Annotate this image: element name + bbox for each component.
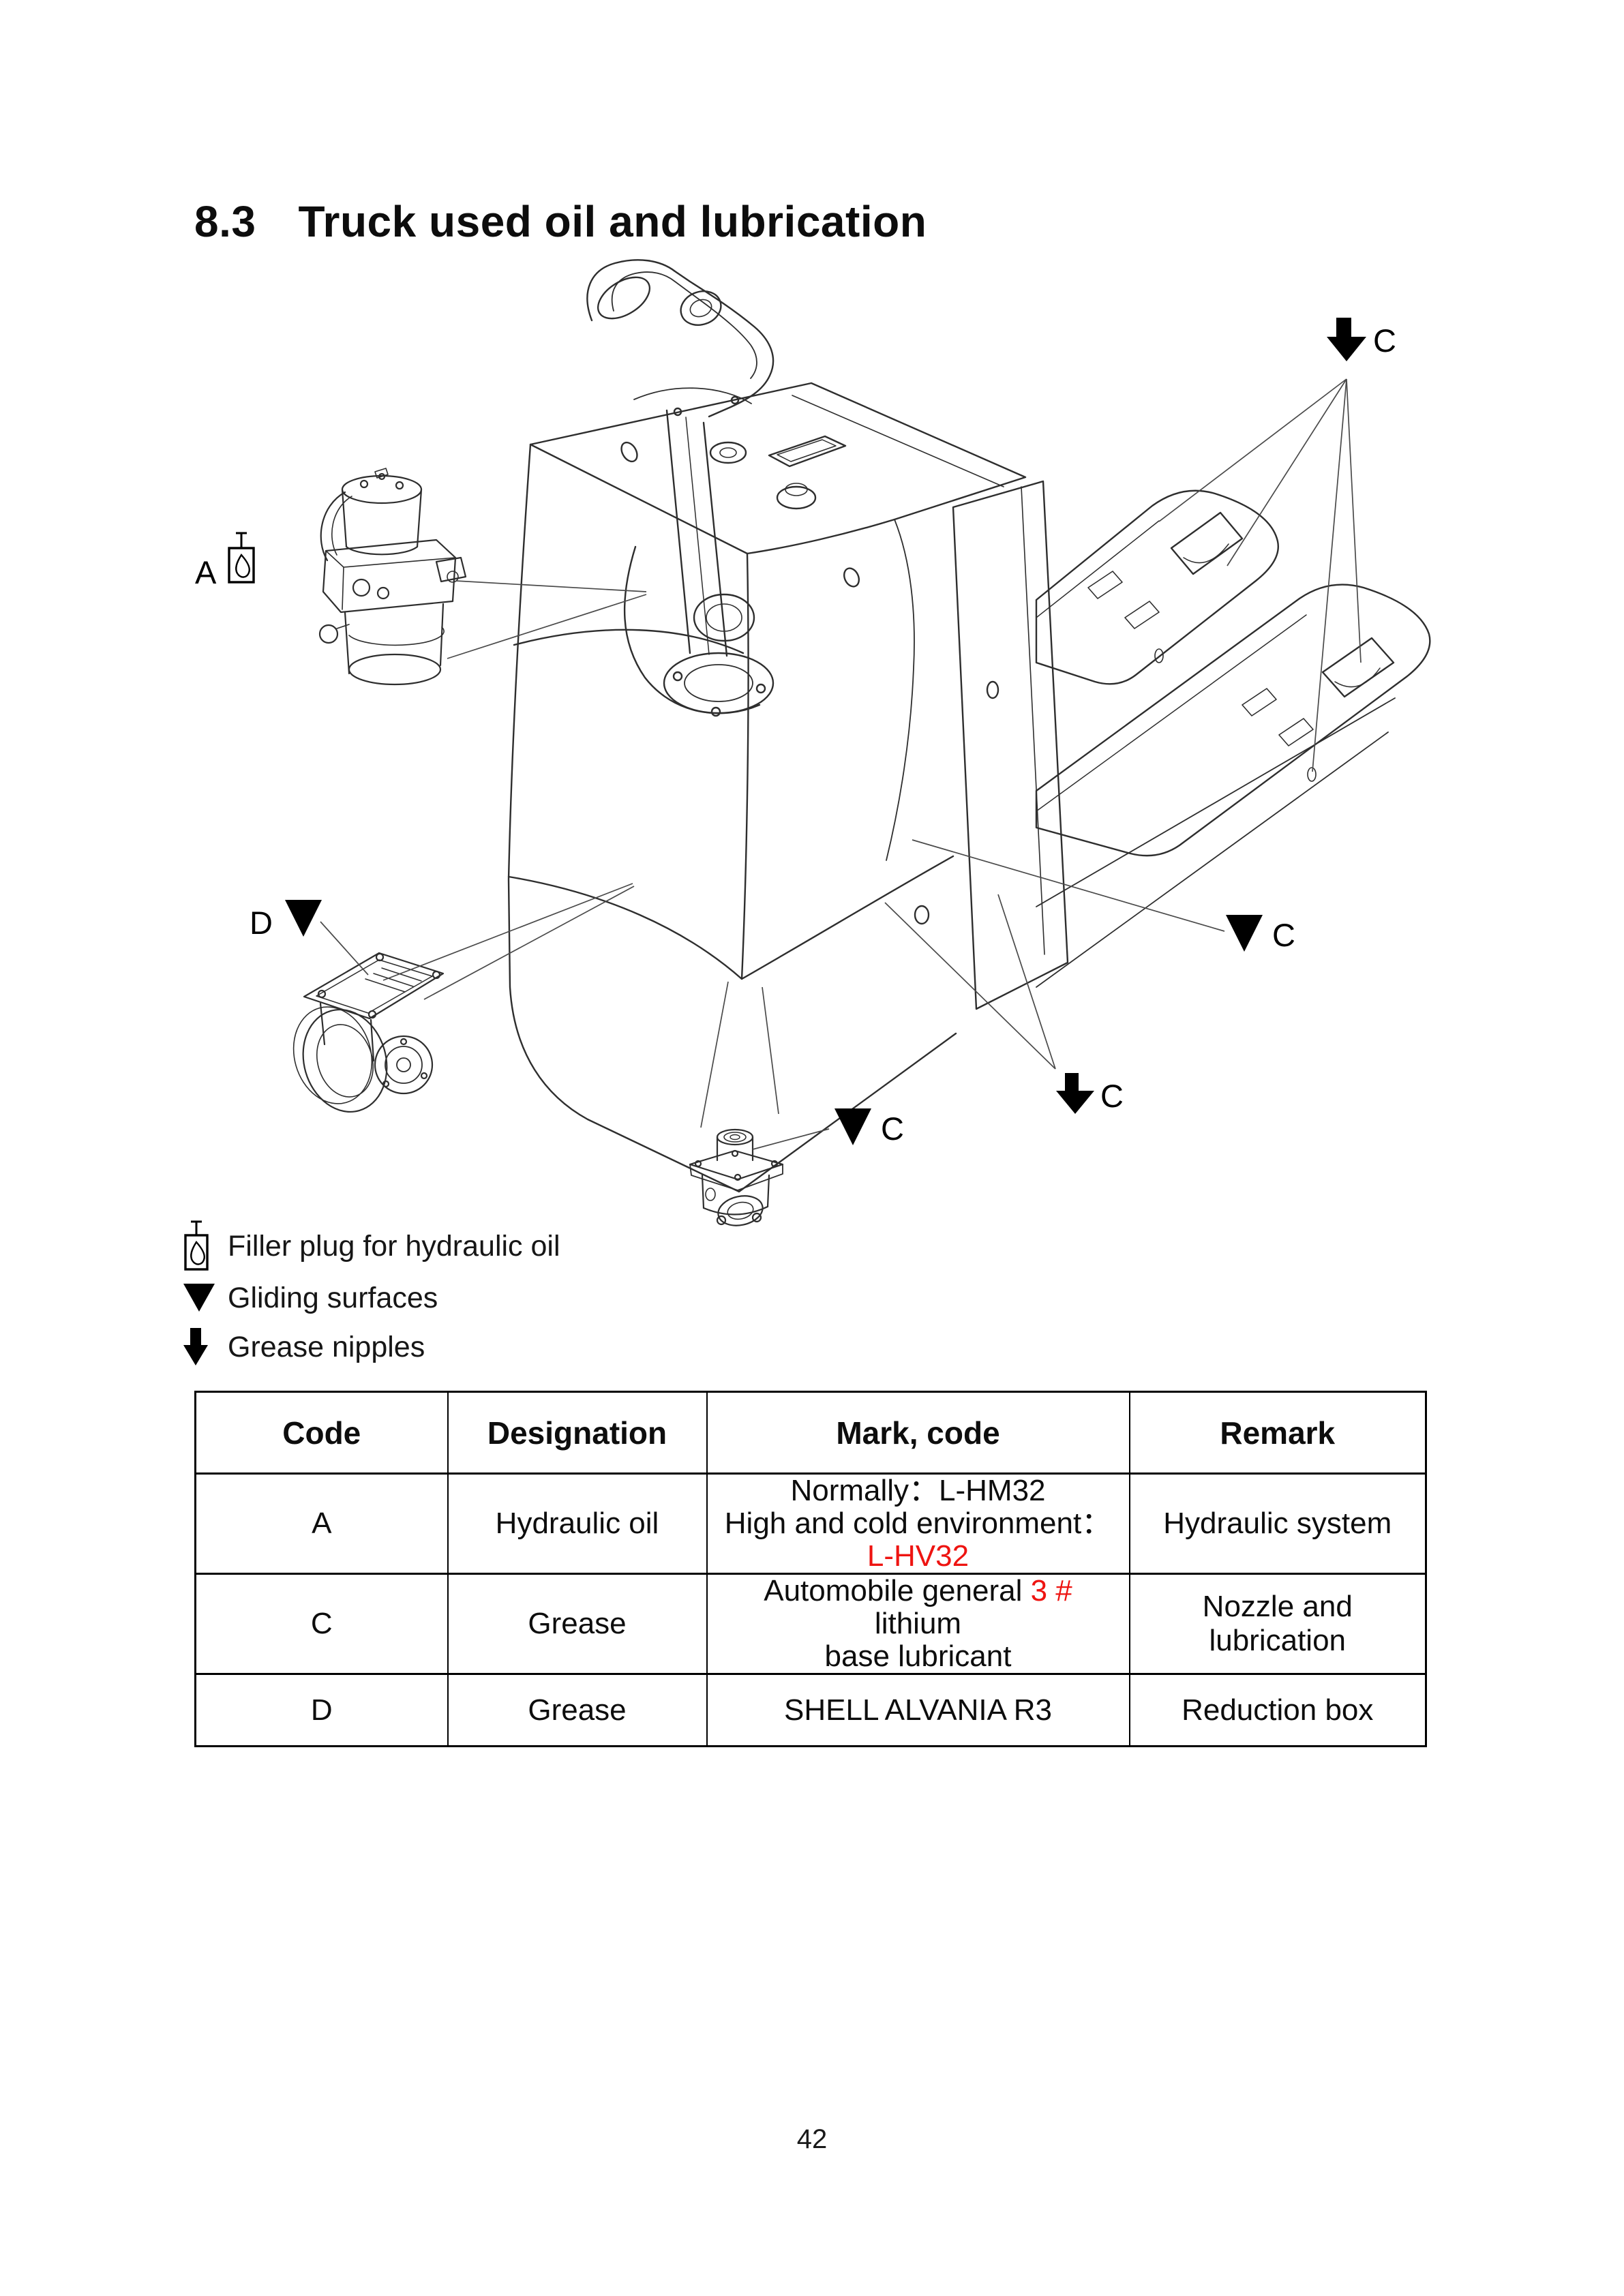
callout-c-letter: C — [1373, 322, 1396, 359]
lubricant-table: Code Designation Mark, code Remark A Hyd… — [194, 1391, 1427, 1747]
col-header-remark: Remark — [1128, 1391, 1427, 1475]
mark-line: High and cold environment： — [724, 1507, 1112, 1540]
gliding-surface-icon — [183, 1283, 218, 1313]
section-number: 8.3 — [194, 197, 256, 246]
page-title: 8.3 Truck used oil and lubrication — [194, 196, 927, 247]
col-header-designation: Designation — [447, 1391, 708, 1475]
legend-label: Grease nipples — [228, 1330, 425, 1363]
callout-c-letter: C — [1100, 1078, 1124, 1114]
legend-item-gliding-surfaces: Gliding surfaces — [183, 1276, 438, 1320]
cell-remark: Hydraulic system — [1128, 1472, 1427, 1575]
mark-line-highlight: L-HV32 — [867, 1539, 969, 1573]
cell-mark-code: SHELL ALVANIA R3 — [706, 1673, 1130, 1747]
cell-designation: Hydraulic oil — [447, 1472, 708, 1575]
gliding-surface-icon — [834, 1108, 871, 1145]
mark-line: Normally：L-HM32 — [790, 1474, 1046, 1507]
cell-code: C — [194, 1573, 449, 1675]
table-row: D Grease SHELL ALVANIA R3 Reduction box — [194, 1673, 1427, 1747]
drive-wheel-drawing — [292, 952, 445, 1113]
legend-item-grease-nipples: Grease nipples — [183, 1325, 425, 1369]
table-header-row: Code Designation Mark, code Remark — [194, 1391, 1427, 1475]
cell-designation: Grease — [447, 1673, 708, 1747]
page-number: 42 — [796, 2124, 828, 2154]
col-header-code: Code — [194, 1391, 449, 1475]
legend-label: Gliding surfaces — [228, 1281, 438, 1314]
callout-c-letter: C — [881, 1111, 904, 1147]
callout-a: A — [195, 532, 255, 590]
caster-wheel-drawing — [689, 1128, 784, 1226]
table-row: C Grease Automobile general 3 # lithium … — [194, 1573, 1427, 1675]
mark-text-highlight: 3 # — [1030, 1574, 1072, 1607]
gliding-surface-icon — [1226, 915, 1263, 952]
cell-mark-code: Normally：L-HM32 High and cold environmen… — [706, 1472, 1130, 1575]
cell-code: D — [194, 1673, 449, 1747]
col-header-mark-code: Mark, code — [706, 1391, 1130, 1475]
gliding-surface-icon — [285, 900, 322, 937]
callout-c-lower: C — [1056, 1073, 1124, 1114]
section-title: Truck used oil and lubrication — [298, 197, 927, 246]
mark-text: Automobile general — [764, 1574, 1031, 1607]
callout-c-bottom: C — [834, 1108, 904, 1147]
grease-nipple-icon — [1056, 1073, 1094, 1114]
pallet-truck-drawing — [507, 259, 1431, 1193]
mark-text: lithium — [874, 1607, 962, 1640]
callout-c-top-right: C — [1327, 318, 1396, 361]
filler-plug-icon — [228, 532, 255, 584]
grease-nipple-icon — [183, 1328, 218, 1366]
legend-item-filler-plug: Filler plug for hydraulic oil — [183, 1220, 560, 1271]
mark-line: base lubricant — [824, 1640, 1012, 1673]
grease-nipple-icon — [1327, 318, 1366, 361]
callout-c-letter: C — [1272, 917, 1295, 953]
cell-designation: Grease — [447, 1573, 708, 1675]
filler-plug-icon — [183, 1220, 218, 1272]
callout-a-letter: A — [195, 554, 217, 590]
callout-d-letter: D — [250, 905, 273, 941]
mark-line: Automobile general 3 # lithium — [717, 1575, 1119, 1640]
hydraulic-unit-drawing — [318, 468, 467, 686]
leader-lines — [320, 378, 1362, 1150]
callout-c-mid-right: C — [1226, 915, 1295, 953]
cell-remark: Reduction box — [1128, 1673, 1427, 1747]
table-row: A Hydraulic oil Normally：L-HM32 High and… — [194, 1472, 1427, 1575]
legend-label: Filler plug for hydraulic oil — [228, 1229, 560, 1263]
cell-mark-code: Automobile general 3 # lithium base lubr… — [706, 1573, 1130, 1675]
callout-d: D — [250, 900, 322, 941]
truck-lubrication-diagram: A D C C — [195, 259, 1431, 1226]
cell-remark: Nozzle and lubrication — [1128, 1573, 1427, 1675]
cell-code: A — [194, 1472, 449, 1575]
